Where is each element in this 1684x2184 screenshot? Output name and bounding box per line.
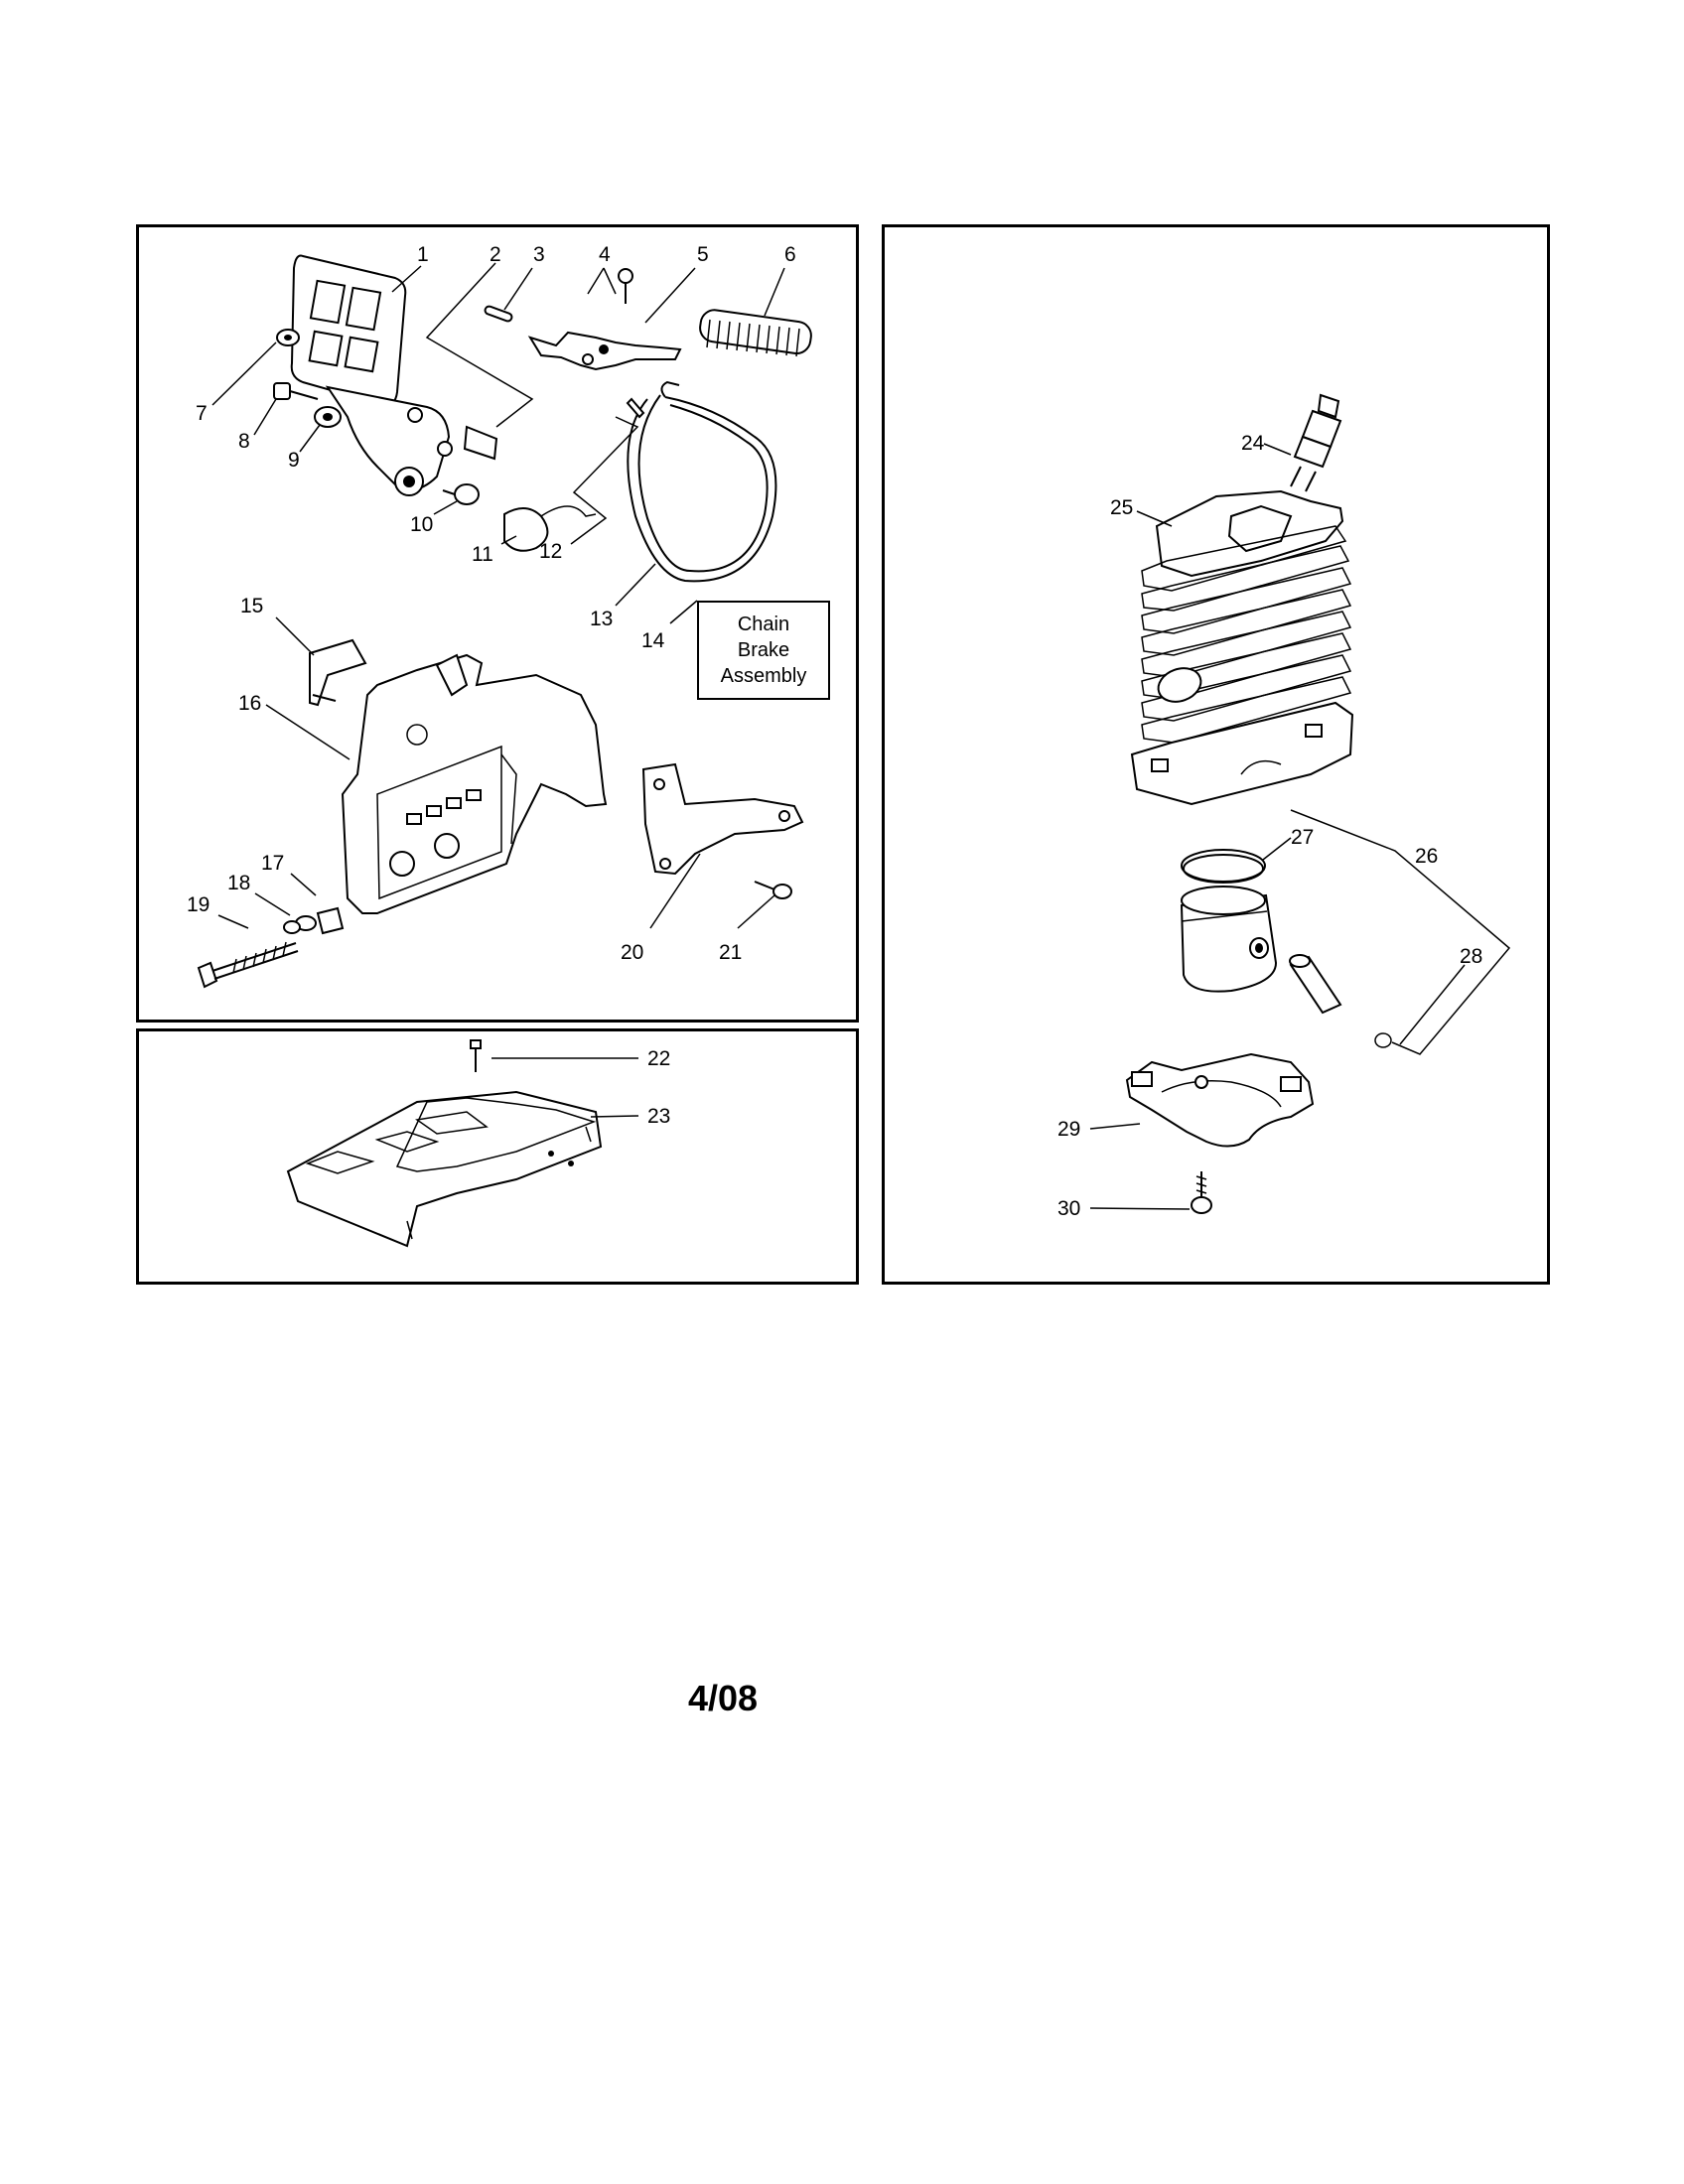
callout-9: 9 bbox=[288, 449, 300, 472]
screw-part-4 bbox=[618, 268, 633, 304]
callout-18: 18 bbox=[227, 872, 250, 894]
screw-part-22 bbox=[470, 1039, 482, 1072]
callout-17: 17 bbox=[261, 852, 284, 875]
panel-b-leader-lines bbox=[491, 1057, 639, 1118]
small-hardware-parts bbox=[273, 329, 597, 552]
callout-7: 7 bbox=[196, 402, 208, 425]
callout-16: 16 bbox=[238, 692, 261, 715]
callout-30: 30 bbox=[1057, 1197, 1080, 1220]
callout-14: 14 bbox=[641, 629, 665, 652]
brake-band-part bbox=[626, 380, 777, 583]
pins-and-lever-parts bbox=[463, 305, 682, 461]
note-line-3: Assembly bbox=[720, 665, 807, 687]
callout-1: 1 bbox=[417, 243, 429, 266]
callout-10: 10 bbox=[410, 513, 433, 536]
callout-25: 25 bbox=[1110, 496, 1133, 519]
panel-a-leader-lines bbox=[211, 262, 785, 929]
spring-clip-part bbox=[309, 638, 367, 707]
piston-ring-part bbox=[1181, 849, 1266, 884]
callout-27: 27 bbox=[1291, 826, 1314, 849]
callout-3: 3 bbox=[533, 243, 545, 266]
cylinder-part bbox=[1130, 489, 1354, 806]
bracket-part bbox=[641, 762, 804, 876]
callout-26: 26 bbox=[1415, 845, 1438, 868]
callout-11: 11 bbox=[472, 543, 493, 566]
tensioner-bolt-parts bbox=[197, 906, 345, 989]
callout-20: 20 bbox=[621, 941, 643, 964]
screw-part-21 bbox=[754, 881, 792, 899]
revision-date: 4/08 bbox=[687, 1678, 759, 1718]
callout-13: 13 bbox=[590, 608, 613, 630]
callout-5: 5 bbox=[697, 243, 709, 266]
panel-c-callouts: 24 25 26 27 28 29 30 bbox=[1057, 432, 1482, 1220]
callout-24: 24 bbox=[1241, 432, 1265, 455]
callout-12: 12 bbox=[539, 540, 562, 563]
callout-6: 6 bbox=[784, 243, 796, 266]
circlip-part bbox=[1374, 1032, 1392, 1048]
callout-23: 23 bbox=[647, 1105, 670, 1128]
top-cover-part bbox=[286, 1090, 603, 1248]
note-line-2: Brake bbox=[737, 639, 790, 661]
brake-spring-part bbox=[699, 309, 812, 357]
hand-guard-part bbox=[290, 254, 453, 496]
piston-part bbox=[1180, 886, 1278, 993]
screw-part-30 bbox=[1191, 1171, 1212, 1214]
piston-pin-part bbox=[1289, 954, 1342, 1015]
side-cover-part bbox=[341, 653, 608, 914]
callout-21: 21 bbox=[719, 941, 742, 964]
callout-4: 4 bbox=[599, 243, 611, 266]
panel-a-callouts: 1 2 3 4 5 6 7 8 9 10 11 12 13 14 15 16 1… bbox=[187, 243, 796, 964]
callout-2: 2 bbox=[490, 243, 501, 266]
callout-15: 15 bbox=[240, 595, 263, 617]
callout-29: 29 bbox=[1057, 1118, 1080, 1141]
panel-c-leader-lines bbox=[1089, 443, 1511, 1210]
chain-brake-assembly-label: Chain Brake Assembly bbox=[697, 601, 830, 700]
callout-28: 28 bbox=[1460, 945, 1482, 968]
crankcase-half-part bbox=[1125, 1052, 1315, 1148]
panel-b-callouts: 22 23 bbox=[647, 1047, 670, 1128]
callout-8: 8 bbox=[238, 430, 250, 453]
callout-19: 19 bbox=[187, 893, 210, 916]
note-line-1: Chain bbox=[737, 614, 790, 635]
callout-22: 22 bbox=[647, 1047, 670, 1070]
spark-plug-part bbox=[1290, 393, 1342, 492]
